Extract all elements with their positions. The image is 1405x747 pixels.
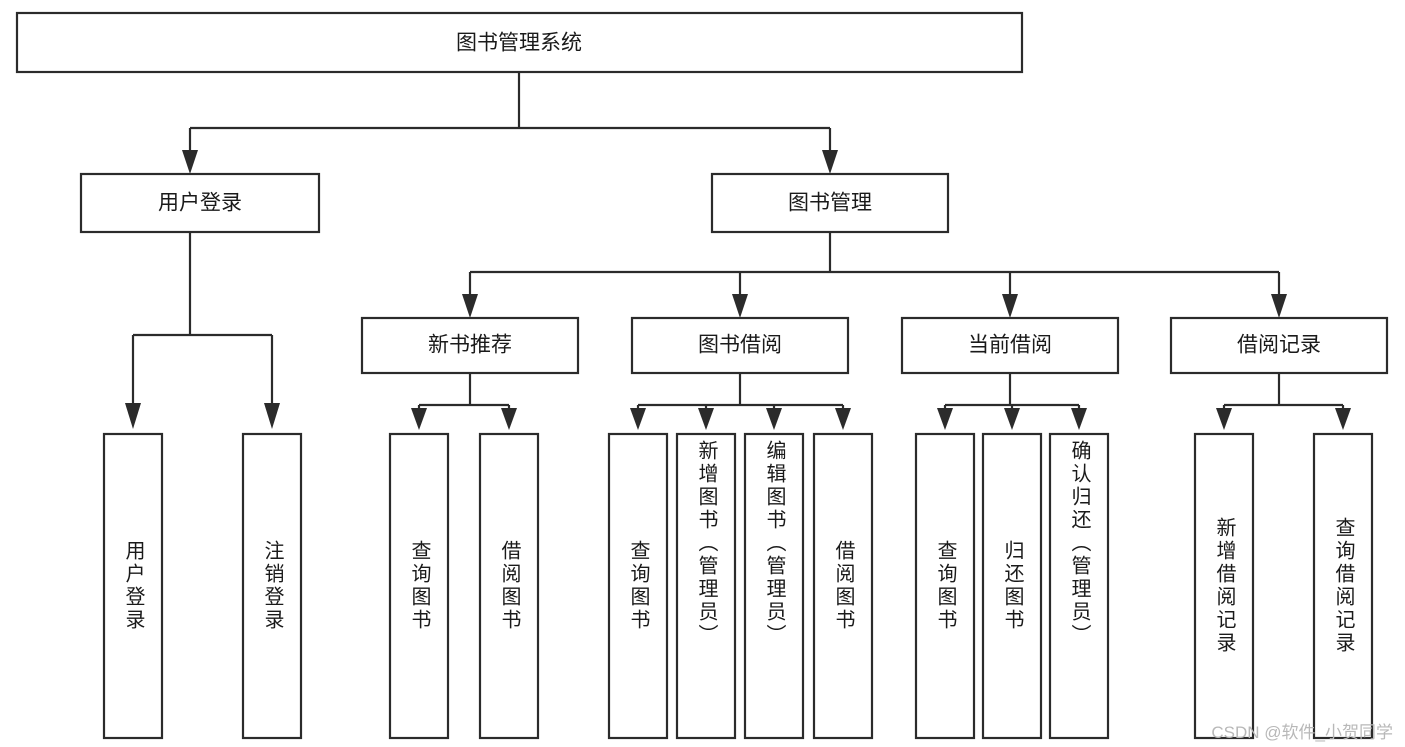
leaf-br-query-record-box[interactable]: [1312, 432, 1374, 740]
leaf-br-query-record-label: 查询借阅记录: [1332, 517, 1354, 655]
leaf-cb-return-book-box[interactable]: [981, 432, 1043, 740]
arrowhead-bb-add-book: [698, 408, 714, 430]
leaf-bb-borrow-book-label-wrap: 借阅图书: [832, 540, 854, 632]
leaf-bb-add-book[interactable]: [675, 432, 737, 740]
leaf-bb-query-book-box[interactable]: [607, 432, 669, 740]
node-new-book-recommend-box[interactable]: [360, 316, 580, 375]
node-book-borrow-label: 图书借阅: [698, 334, 782, 357]
node-borrow-record-label: 借阅记录: [1237, 334, 1321, 357]
connectors: [125, 72, 1351, 430]
leaf-br-query-record[interactable]: [1312, 432, 1374, 740]
leaf-nb-query-book-box[interactable]: [388, 432, 450, 740]
arrowhead-current-borrow: [1002, 294, 1018, 318]
leaf-cb-return-book-label: 归还图书: [1001, 540, 1023, 632]
leaf-bb-borrow-book-box[interactable]: [812, 432, 874, 740]
node-current-borrow-label: 当前借阅: [968, 334, 1052, 357]
leaf-logout-login-label-wrap: 注销登录: [261, 540, 283, 632]
node-book-management-box[interactable]: [710, 172, 950, 234]
arrowhead-nb-query-book: [411, 408, 427, 430]
arrowhead-book-mgmt: [822, 150, 838, 174]
node-root-system[interactable]: 图书管理系统: [15, 11, 1024, 74]
leaf-bb-query-book-label: 查询图书: [627, 540, 649, 632]
node-book-management-label: 图书管理: [788, 192, 872, 215]
leaf-cb-confirm-return-box[interactable]: [1048, 432, 1110, 740]
node-new-book-recommend-label: 新书推荐: [428, 334, 512, 357]
leaf-nb-borrow-book-label-wrap: 借阅图书: [498, 540, 520, 632]
leaf-bb-edit-book-box[interactable]: [743, 432, 805, 740]
leaf-cb-return-book-label-wrap: 归还图书: [1001, 540, 1023, 632]
leaf-bb-query-book[interactable]: [607, 432, 669, 740]
arrowhead-book-borrow: [732, 294, 748, 318]
node-root-label: 图书管理系统: [456, 32, 582, 55]
leaf-br-query-record-label-wrap: 查询借阅记录: [1332, 517, 1354, 655]
leaf-user-login-box[interactable]: [102, 432, 164, 740]
arrowhead-nb-borrow-book: [501, 408, 517, 430]
node-book-borrow[interactable]: 图书借阅: [630, 316, 850, 375]
leaf-bb-add-book-box[interactable]: [675, 432, 737, 740]
leaf-logout-login[interactable]: [241, 432, 303, 740]
leaf-logout-login-label: 注销登录: [261, 540, 283, 632]
leaf-bb-borrow-book-label: 借阅图书: [832, 540, 854, 632]
arrowhead-leaf-user-login: [125, 403, 141, 429]
arrowhead-user-login: [182, 150, 198, 174]
leaf-user-login-label-wrap: 用户登录: [122, 540, 144, 632]
arrowhead-leaf-logout: [264, 403, 280, 429]
leaf-bb-add-book-label-wrap: 新增图书（管理员）: [695, 440, 717, 647]
leaf-cb-confirm-return-label-wrap: 确认归还（管理员）: [1068, 440, 1090, 647]
arrowhead-borrow-record: [1271, 294, 1287, 318]
leaf-bb-edit-book[interactable]: [743, 432, 805, 740]
arrowhead-cb-return-book: [1004, 408, 1020, 430]
leaf-bb-add-book-label: 新增图书（管理员）: [695, 440, 717, 647]
node-borrow-record[interactable]: 借阅记录: [1169, 316, 1389, 375]
leaf-nb-query-book-label: 查询图书: [408, 540, 430, 632]
node-user-login-label: 用户登录: [158, 192, 242, 215]
node-current-borrow-box[interactable]: [900, 316, 1120, 375]
node-new-book-recommend[interactable]: 新书推荐: [360, 316, 580, 375]
arrowhead-cb-confirm-return: [1071, 408, 1087, 430]
node-book-management[interactable]: 图书管理: [710, 172, 950, 234]
leaf-nb-borrow-book[interactable]: [478, 432, 540, 740]
leaf-user-login[interactable]: [102, 432, 164, 740]
leaf-br-add-record-box[interactable]: [1193, 432, 1255, 740]
arrowhead-new-book: [462, 294, 478, 318]
leaf-cb-query-book-label-wrap: 查询图书: [934, 540, 956, 632]
leaf-cb-confirm-return[interactable]: [1048, 432, 1110, 740]
leaf-cb-query-book-label: 查询图书: [934, 540, 956, 632]
node-borrow-record-box[interactable]: [1169, 316, 1389, 375]
leaf-cb-query-book[interactable]: [914, 432, 976, 740]
arrowhead-cb-query-book: [937, 408, 953, 430]
leaf-nb-borrow-book-box[interactable]: [478, 432, 540, 740]
node-book-borrow-box[interactable]: [630, 316, 850, 375]
leaf-bb-borrow-book[interactable]: [812, 432, 874, 740]
leaf-logout-login-box[interactable]: [241, 432, 303, 740]
leaf-br-add-record[interactable]: [1193, 432, 1255, 740]
leaf-br-add-record-label-wrap: 新增借阅记录: [1213, 517, 1235, 655]
arrowhead-br-add-record: [1216, 408, 1232, 430]
arrowhead-bb-query-book: [630, 408, 646, 430]
leaf-bb-edit-book-label-wrap: 编辑图书（管理员）: [763, 440, 785, 647]
leaf-cb-query-book-box[interactable]: [914, 432, 976, 740]
node-user-login[interactable]: 用户登录: [79, 172, 321, 234]
leaf-user-login-label: 用户登录: [122, 540, 144, 632]
leaf-bb-edit-book-label: 编辑图书（管理员）: [763, 440, 785, 647]
arrowhead-bb-edit-book: [766, 408, 782, 430]
leaf-bb-query-book-label-wrap: 查询图书: [627, 540, 649, 632]
node-root-box[interactable]: [15, 11, 1024, 74]
leaf-nb-borrow-book-label: 借阅图书: [498, 540, 520, 632]
leaf-cb-confirm-return-label: 确认归还（管理员）: [1068, 440, 1090, 647]
leaf-br-add-record-label: 新增借阅记录: [1213, 517, 1235, 655]
leaf-nb-query-book[interactable]: [388, 432, 450, 740]
leaf-cb-return-book[interactable]: [981, 432, 1043, 740]
leaf-nb-query-book-label-wrap: 查询图书: [408, 540, 430, 632]
arrowhead-br-query-record: [1335, 408, 1351, 430]
arrowhead-bb-borrow-book: [835, 408, 851, 430]
node-user-login-box[interactable]: [79, 172, 321, 234]
node-current-borrow[interactable]: 当前借阅: [900, 316, 1120, 375]
